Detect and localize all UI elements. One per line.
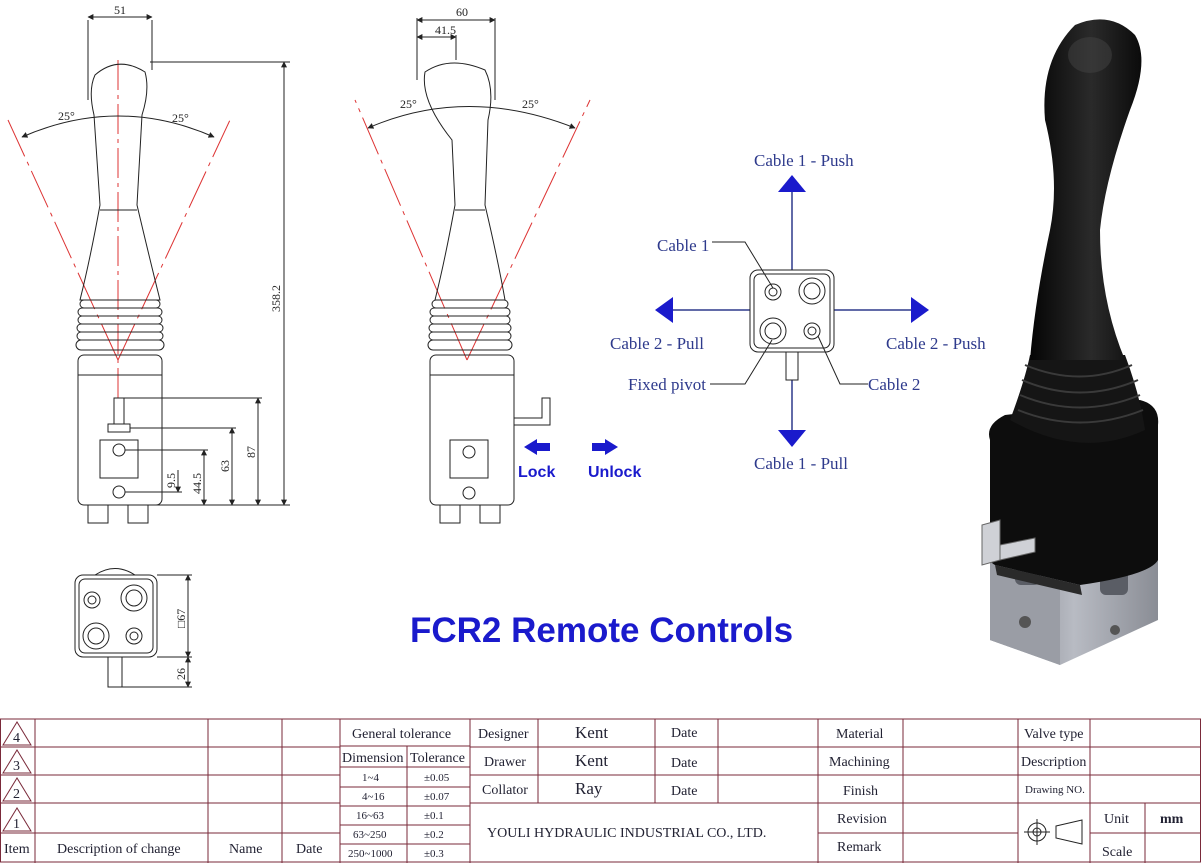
front-cone-right	[117, 119, 231, 361]
role-drawer: Drawer	[484, 755, 526, 770]
side-width-inner: 41.5	[435, 23, 456, 37]
front-angle-right: 25°	[172, 111, 189, 125]
rev-header-item: Item	[4, 842, 30, 857]
front-dim-44: 44.5	[190, 473, 204, 494]
cable-label-left: Cable 2 - Pull	[610, 334, 704, 353]
drawing-title: FCR2 Remote Controls	[410, 611, 793, 650]
front-body	[77, 354, 163, 506]
prop-revision: Revision	[837, 812, 887, 827]
unlock-label: Unlock	[588, 464, 641, 481]
prop-machining: Machining	[829, 755, 890, 770]
front-dim-87: 87	[244, 446, 258, 458]
front-angle-left: 25°	[58, 109, 75, 123]
arrow-left-icon	[655, 297, 673, 323]
arrow-up-icon	[778, 175, 806, 192]
rev-item-2: 2	[13, 787, 20, 802]
tol-val-3: ±0.2	[424, 829, 444, 841]
role-collator: Collator	[482, 783, 528, 798]
prop-remark: Remark	[837, 840, 881, 855]
tol-header: General tolerance	[352, 727, 451, 742]
cable-label-top: Cable 1 - Push	[754, 151, 854, 170]
rev-header-date: Date	[296, 842, 322, 857]
side-bellows	[427, 299, 513, 351]
side-angle-left: 25°	[400, 97, 417, 111]
front-bellows	[75, 299, 165, 351]
description-label: Description	[1021, 755, 1086, 770]
rev-item-1: 1	[13, 817, 20, 832]
tol-dim-2: 16~63	[356, 810, 384, 822]
prop-material: Material	[836, 727, 884, 742]
title-block	[0, 718, 1201, 863]
rev-header-name: Name	[229, 842, 262, 857]
cable2-label: Cable 2	[868, 375, 920, 394]
cable1-label: Cable 1	[657, 236, 709, 255]
unit-value: mm	[1160, 812, 1184, 827]
front-width-dim: 51	[114, 3, 126, 17]
lock-arrow-icon	[524, 439, 550, 455]
rev-item-4: 4	[13, 731, 20, 746]
name-collator: Ray	[575, 779, 603, 798]
side-angle-right: 25°	[522, 97, 539, 111]
cable-label-bottom: Cable 1 - Pull	[754, 454, 848, 473]
tol-col-dim: Dimension	[342, 751, 403, 766]
front-view: 25° 25° 51 358.2 87	[7, 3, 290, 524]
front-angle-arc	[21, 115, 215, 138]
bottom-dim-67: □67	[174, 609, 188, 628]
bottom-view: □67 26	[74, 568, 192, 688]
side-width-outer: 60	[456, 5, 468, 19]
name-drawer: Kent	[575, 751, 608, 770]
side-body	[429, 354, 515, 506]
company-name: YOULI HYDRAULIC INDUSTRIAL CO., LTD.	[487, 826, 766, 841]
arrow-down-icon	[778, 430, 806, 447]
front-cone-left	[7, 119, 119, 361]
scale-label: Scale	[1102, 845, 1132, 860]
bottom-dim-26: 26	[174, 668, 188, 680]
date-drawer: Date	[671, 756, 697, 771]
tol-val-4: ±0.3	[424, 848, 444, 860]
tol-val-1: ±0.07	[424, 791, 450, 803]
name-designer: Kent	[575, 723, 608, 742]
date-designer: Date	[671, 726, 697, 741]
tol-dim-1: 4~16	[362, 791, 385, 803]
role-designer: Designer	[478, 727, 529, 742]
rev-header-desc: Description of change	[57, 842, 181, 857]
tol-dim-3: 63~250	[353, 829, 387, 841]
front-handle	[79, 63, 161, 301]
side-view: 25° 25° 60 41.5	[354, 5, 591, 524]
side-handle	[423, 62, 506, 301]
valve-type-label: Valve type	[1024, 727, 1083, 742]
lock-label: Lock	[518, 464, 555, 481]
unit-label: Unit	[1104, 812, 1129, 827]
tol-dim-0: 1~4	[362, 772, 379, 784]
pivot-label: Fixed pivot	[628, 375, 706, 394]
tol-col-tol: Tolerance	[410, 751, 465, 766]
projection-symbol-icon	[1024, 819, 1083, 845]
product-render	[981, 19, 1159, 665]
revision-triangles	[2, 721, 32, 832]
arrow-right-icon	[911, 297, 929, 323]
rev-item-3: 3	[13, 759, 20, 774]
tol-val-2: ±0.1	[424, 810, 444, 822]
tol-val-0: ±0.05	[424, 772, 450, 784]
front-dim-63: 63	[218, 460, 232, 472]
unlock-arrow-icon	[592, 439, 618, 455]
drawing-no-label: Drawing NO.	[1025, 784, 1085, 796]
front-height-dim: 358.2	[269, 285, 283, 312]
front-dim-9: 9.5	[164, 473, 178, 488]
tol-dim-4: 250~1000	[348, 848, 393, 860]
cable-label-right: Cable 2 - Push	[886, 334, 986, 353]
prop-finish: Finish	[843, 784, 878, 799]
date-collator: Date	[671, 784, 697, 799]
cable-diagram: Cable 1 - Push Cable 1 - Pull Cable 2 - …	[610, 151, 986, 473]
